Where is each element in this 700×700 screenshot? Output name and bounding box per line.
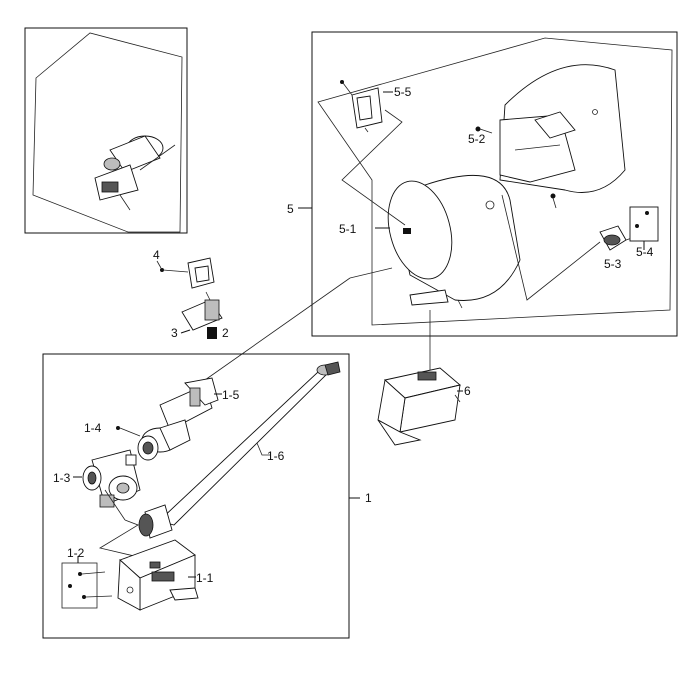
bracket-part-4 [160, 257, 215, 289]
label-1-4: 1-4 [84, 421, 102, 435]
label-1-5: 1-5 [222, 388, 240, 402]
label-1-6: 1-6 [267, 449, 285, 463]
coil-part-1-4 [116, 419, 191, 461]
label-5-2: 5-2 [468, 132, 486, 146]
label-1: 1 [365, 491, 372, 505]
label-1-2: 1-2 [67, 546, 85, 560]
combustion-chamber-part-5-1 [387, 174, 521, 309]
gas-valve-part-1-3 [82, 449, 141, 508]
bracket-part-5-5 [340, 80, 383, 133]
burner-tube-part-1-6 [138, 361, 341, 539]
label-1-1: 1-1 [196, 571, 214, 585]
assembled-burner-icon [94, 135, 176, 211]
label-5-5: 5-5 [394, 85, 412, 99]
assembled-view-inset [24, 27, 188, 234]
screw-box-1-2 [61, 562, 98, 609]
label-1-3: 1-3 [53, 471, 71, 485]
label-2: 2 [222, 326, 229, 340]
screw-5-4 [635, 211, 649, 228]
label-3: 3 [171, 326, 178, 340]
base-bracket-part-1-1 [117, 539, 199, 611]
label-5-3: 5-3 [604, 257, 622, 271]
sensor-part-5-3 [599, 225, 633, 251]
mount-bracket-part-6 [377, 367, 461, 446]
group-5-frame: 5 [287, 31, 678, 337]
heater-duct-part-5-2 [499, 64, 626, 209]
label-5-1: 5-1 [339, 222, 357, 236]
igniter-part-3 [181, 291, 223, 331]
pad-part-2 [207, 327, 217, 339]
screw-5-2 [475, 126, 493, 134]
clip-box-5-4 [629, 206, 659, 242]
label-6: 6 [464, 384, 471, 398]
group-1-frame: 1 [42, 353, 372, 639]
label-5: 5 [287, 202, 294, 216]
label-5-4: 5-4 [636, 245, 654, 259]
flame-detector-part-1-5 [159, 377, 219, 446]
label-4: 4 [153, 248, 160, 262]
screw-1-2 [68, 571, 113, 599]
